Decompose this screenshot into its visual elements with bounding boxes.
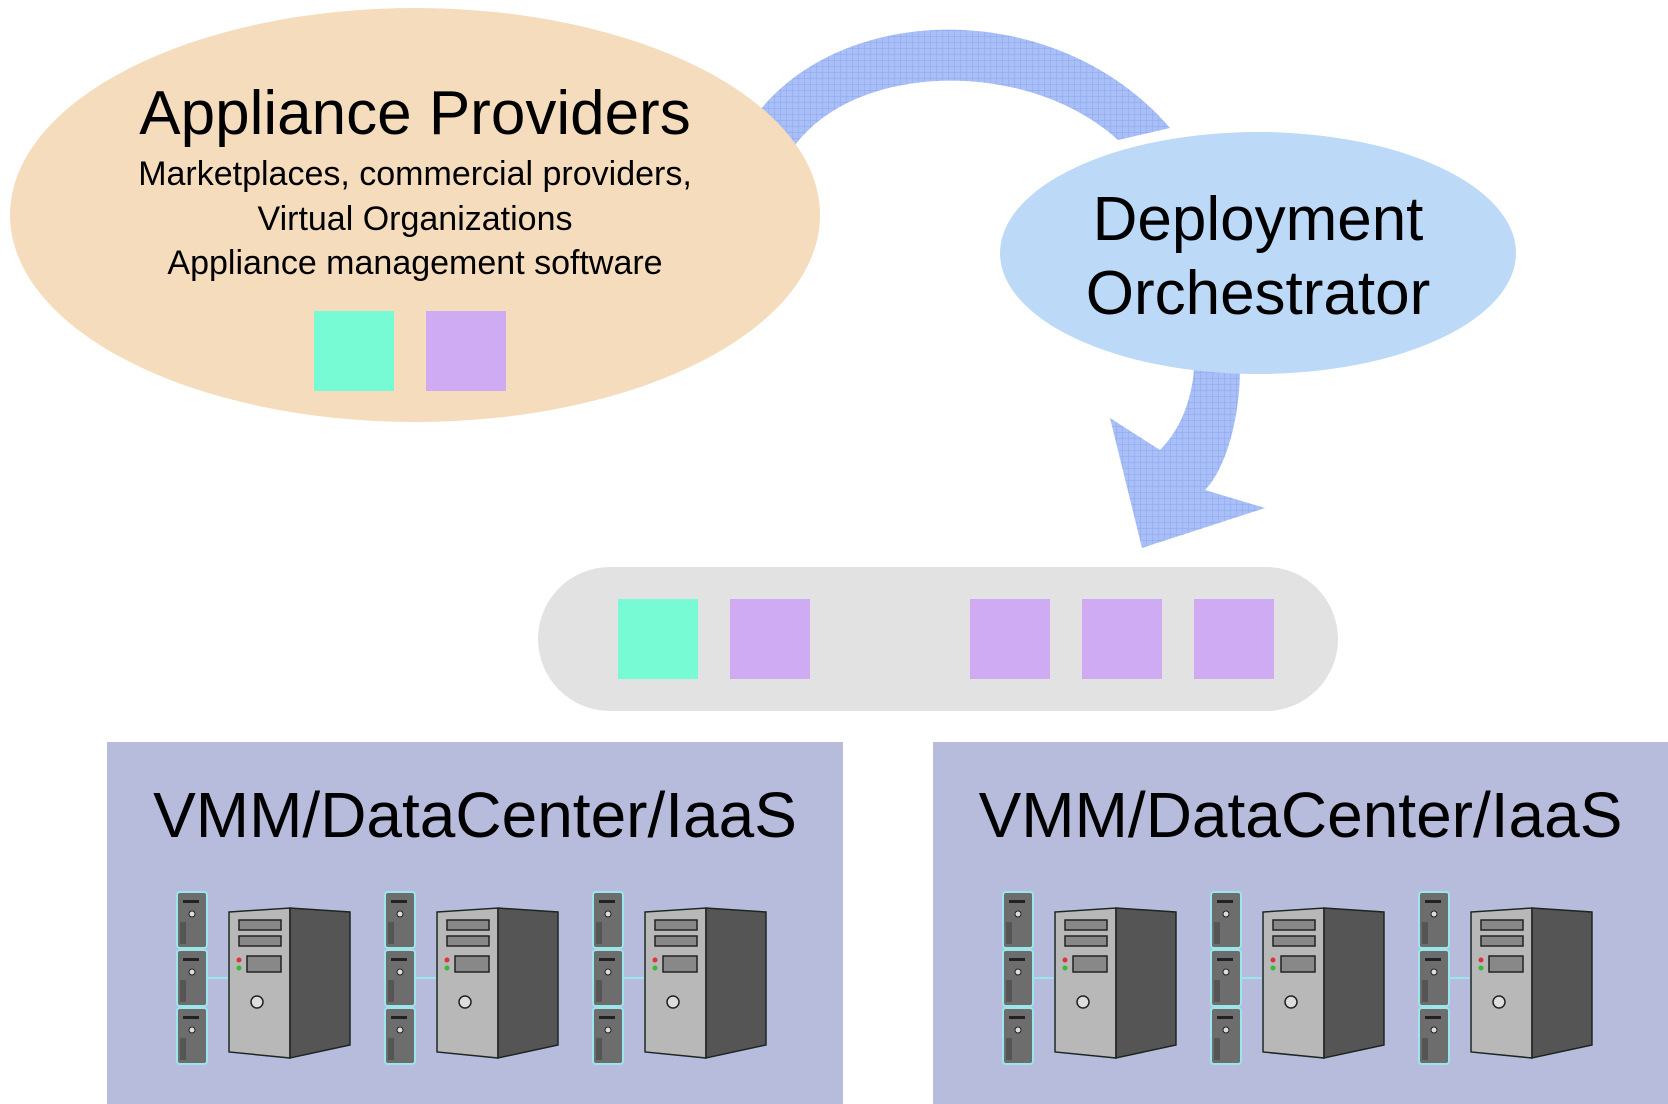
datacenter-panel: VMM/DataCenter/IaaS — [107, 742, 843, 1104]
pool-appliance-square — [730, 599, 810, 679]
orchestrator-label: Orchestrator — [1085, 259, 1431, 328]
server-icon — [1002, 891, 1177, 1065]
server-icon — [176, 891, 351, 1065]
datacenter-label: VMM/DataCenter/IaaS — [978, 779, 1623, 851]
provider-description-line: Marketplaces, commercial providers, — [138, 155, 692, 193]
pool-appliance-square — [970, 599, 1050, 679]
pool-appliance-square — [1082, 599, 1162, 679]
server-rack-icon — [592, 891, 624, 1065]
tower-server-icon — [228, 906, 351, 1060]
tower-server-icon — [1054, 906, 1177, 1060]
server-rack-icon — [1002, 891, 1034, 1065]
tower-server-icon — [1262, 906, 1385, 1060]
appliance-providers-title: Appliance Providers — [139, 79, 691, 148]
appliance-b-square — [426, 311, 506, 391]
orchestrator-label: Deployment — [1092, 185, 1424, 254]
curved-arrow-icon — [1110, 368, 1265, 548]
pool-appliance-square — [618, 599, 698, 679]
server-icon — [592, 891, 767, 1065]
server-rack-icon — [1418, 891, 1450, 1065]
server-icon — [1210, 891, 1385, 1065]
tower-server-icon — [1470, 906, 1593, 1060]
tower-server-icon — [644, 906, 767, 1060]
server-rack-icon — [1210, 891, 1242, 1065]
curved-arrow-icon — [760, 29, 1170, 145]
server-icon — [1418, 891, 1593, 1065]
appliance-providers-ellipse — [10, 8, 820, 422]
appliance-a-square — [314, 311, 394, 391]
server-rack-icon — [176, 891, 208, 1065]
tower-server-icon — [436, 906, 559, 1060]
datacenter-label: VMM/DataCenter/IaaS — [153, 779, 797, 851]
provider-description-line: Appliance management software — [167, 244, 663, 282]
server-rack-icon — [384, 891, 416, 1065]
server-icon — [384, 891, 559, 1065]
pool-appliance-square — [1194, 599, 1274, 679]
deployment-orchestrator-ellipse — [1000, 132, 1516, 374]
datacenter-panel: VMM/DataCenter/IaaS — [933, 742, 1668, 1104]
provider-description-line: Virtual Organizations — [257, 200, 573, 238]
